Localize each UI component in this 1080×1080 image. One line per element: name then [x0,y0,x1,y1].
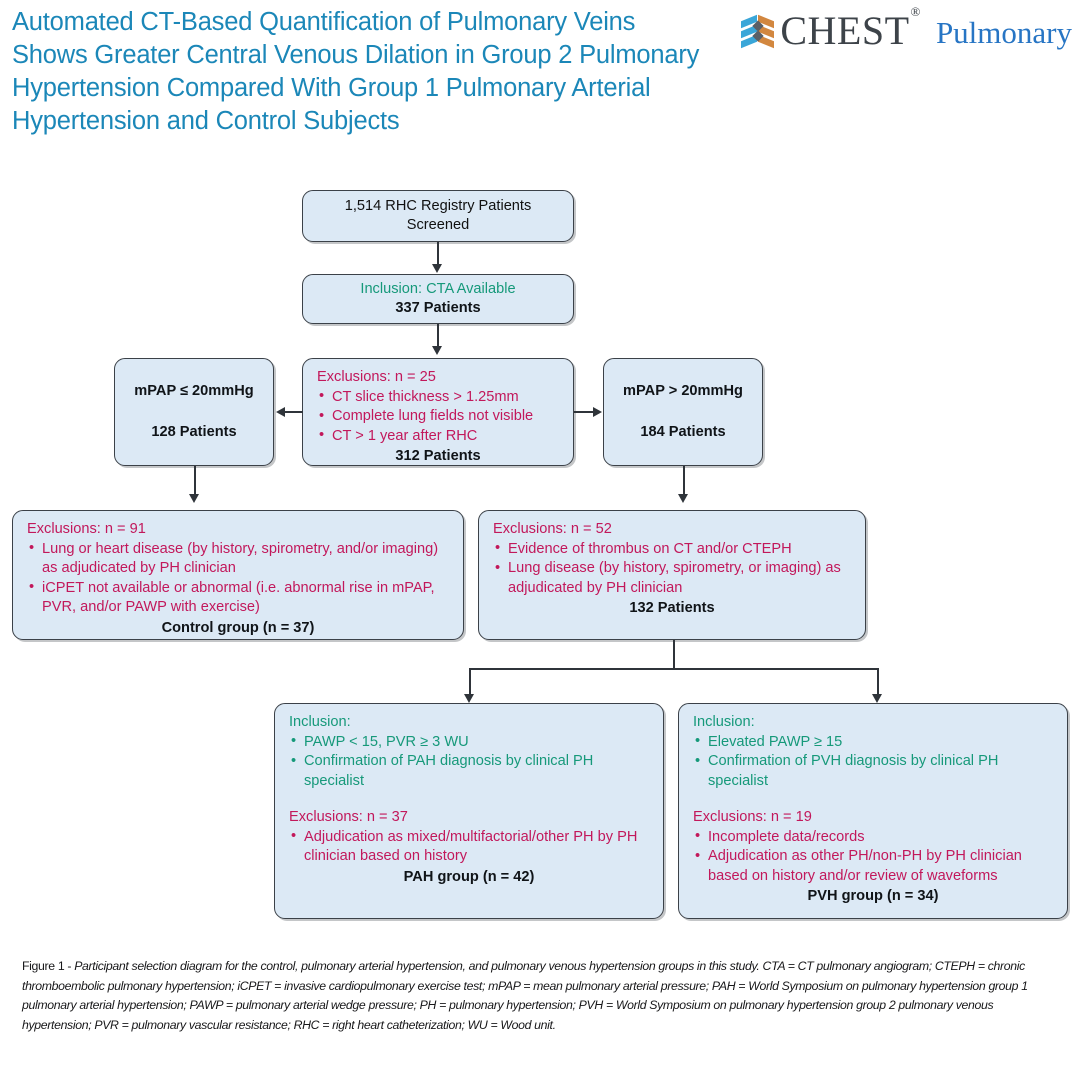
node-exclusions-52-total: 132 Patients [629,600,715,616]
arrowhead-down-excl52 [678,494,688,503]
node-pah-exclusion-heading: Exclusions: n = 37 [289,809,408,825]
connector-mpaplow-to-excl91 [194,466,196,495]
list-item: Complete lung fields not visible [317,407,559,427]
node-exclusions-52: Exclusions: n = 52 Evidence of thrombus … [478,510,866,640]
node-pvh-group-total: PVH group (n = 34) [807,888,939,904]
figure-caption-text: Participant selection diagram for the co… [22,959,1028,1032]
chest-wordmark-lockup: CHEST® [741,5,920,53]
list-item: Adjudication as other PH/non-PH by PH cl… [693,847,1053,886]
list-item: Elevated PAWP ≥ 15 [693,732,1053,753]
arrowhead-down-pah [464,694,474,703]
chest-wordmark: CHEST® [780,5,920,53]
arrowhead-down-exclusions25 [432,346,442,355]
registered-trademark-icon: ® [910,3,921,19]
connector-excl52-split-stem [673,640,675,669]
node-mpap-low: mPAP ≤ 20mmHg 128 Patients [114,358,274,466]
node-mpap-low-criterion: mPAP ≤ 20mmHg [134,382,254,399]
node-pvh-exclusion-heading: Exclusions: n = 19 [693,809,812,825]
node-pah-group: Inclusion: PAWP < 15, PVR ≥ 3 WU Confirm… [274,703,664,919]
list-item: iCPET not available or abnormal (i.e. ab… [27,578,449,618]
node-mpap-low-count: 128 Patients [151,424,237,440]
connector-excl25-to-mpaplow [285,411,303,413]
node-exclusions-52-bullets: Evidence of thrombus on CT and/or CTEPH … [493,539,851,599]
arrowhead-down-excl91 [189,494,199,503]
page-title: Automated CT-Based Quantification of Pul… [12,8,700,135]
node-pvh-exclusion-bullets: Incomplete data/records Adjudication as … [693,827,1053,887]
node-screened-line2: Screened [406,217,470,233]
node-inclusion-cta-count: 337 Patients [395,300,481,316]
connector-split-to-pvh [877,668,879,695]
node-exclusions-91-heading: Exclusions: n = 91 [27,521,146,537]
arrowhead-down-pvh [872,694,882,703]
node-pvh-inclusion-bullets: Elevated PAWP ≥ 15 Confirmation of PVH d… [693,732,1053,792]
node-screened-line1: 1,514 RHC Registry Patients [344,197,532,214]
spacer [693,791,1053,808]
node-exclusions-52-heading: Exclusions: n = 52 [493,521,612,537]
node-mpap-high-criterion: mPAP > 20mmHg [623,382,743,399]
node-pah-group-total: PAH group (n = 42) [403,868,535,885]
node-inclusion-cta: Inclusion: CTA Available 337 Patients [302,274,574,324]
figure-caption: Figure 1 - Participant selection diagram… [22,957,1062,1035]
node-screened: 1,514 RHC Registry Patients Screened [302,190,574,242]
connector-screened-to-inclusion [437,242,439,265]
node-exclusions-91-control: Exclusions: n = 91 Lung or heart disease… [12,510,464,640]
list-item: Adjudication as mixed/multifactorial/oth… [289,827,649,867]
node-exclusions-25-heading: Exclusions: n = 25 [317,369,436,385]
arrowhead-left-mpaplow [276,406,285,417]
node-mpap-high: mPAP > 20mmHg 184 Patients [603,358,763,466]
node-pvh-group: Inclusion: Elevated PAWP ≥ 15 Confirmati… [678,703,1068,919]
list-item: Evidence of thrombus on CT and/or CTEPH [493,539,851,560]
node-mpap-high-count: 184 Patients [640,424,726,440]
list-item: PAWP < 15, PVR ≥ 3 WU [289,732,649,753]
list-item: Incomplete data/records [693,827,1053,848]
node-pah-inclusion-bullets: PAWP < 15, PVR ≥ 3 WU Confirmation of PA… [289,732,649,792]
list-item: CT slice thickness > 1.25mm [317,387,559,408]
arrowhead-down-inclusion [432,264,442,273]
node-inclusion-cta-label: Inclusion: CTA Available [360,280,516,297]
node-control-group-total: Control group (n = 37) [161,619,315,636]
connector-inclusion-to-exclusions25 [437,324,439,347]
list-item: Confirmation of PVH diagnosis by clinica… [693,752,1053,791]
chest-wordmark-text: CHEST [780,8,910,53]
node-pvh-inclusion-heading: Inclusion: [693,714,755,730]
list-item: CT > 1 year after RHC [317,426,559,447]
page-header: Automated CT-Based Quantification of Pul… [0,0,1080,165]
node-pah-exclusion-bullets: Adjudication as mixed/multifactorial/oth… [289,827,649,867]
spacer [289,791,649,808]
connector-excl25-to-mpaphigh [574,411,593,413]
node-exclusions-91-bullets: Lung or heart disease (by history, spiro… [27,539,449,618]
connector-excl52-split-bar [469,668,879,670]
connector-mpaphigh-to-excl52 [683,466,685,495]
list-item: Lung disease (by history, spirometry, or… [493,559,851,598]
journal-section-label: Pulmonary [935,14,1072,50]
list-item: Lung or heart disease (by history, spiro… [27,539,449,579]
participant-selection-flowchart: 1,514 RHC Registry Patients Screened Inc… [0,0,1080,950]
chest-logo: CHEST® Pulmonary [741,5,1072,54]
node-exclusions-25-bullets: CT slice thickness > 1.25mm Complete lun… [317,387,559,447]
figure-number: Figure 1 - [22,959,75,973]
node-exclusions-25-total: 312 Patients [395,448,481,464]
node-exclusions-25: Exclusions: n = 25 CT slice thickness > … [302,358,574,466]
list-item: Confirmation of PAH diagnosis by clinica… [289,752,649,791]
node-pah-inclusion-heading: Inclusion: [289,714,351,730]
arrowhead-right-mpaphigh [593,406,602,417]
connector-split-to-pah [469,668,471,695]
